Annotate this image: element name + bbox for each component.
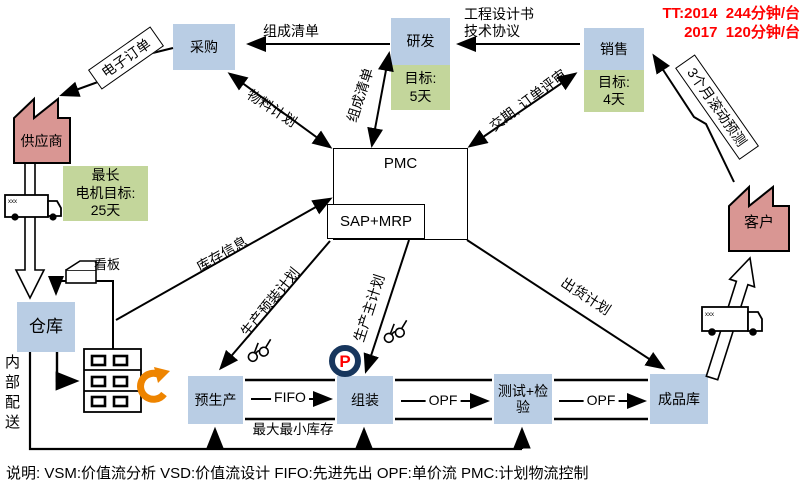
rnd-goal-badge: 目标: 5天	[391, 65, 450, 110]
node-testing-label: 测试+检验	[497, 382, 549, 415]
node-preproduction: 预生产	[188, 376, 243, 424]
flow-label-eng-design: 工程设计书 技术协议	[464, 6, 534, 39]
node-sap-mrp: SAP+MRP	[327, 204, 425, 239]
node-preproduction-label: 预生产	[194, 391, 237, 408]
arrow-inventory-info	[115, 197, 333, 321]
flow-label-kanban: 看板	[94, 257, 121, 272]
flow-label-fifo: FIFO	[271, 389, 309, 405]
node-rnd-label: 研发	[406, 33, 435, 50]
sales-goal-badge: 目标: 4天	[584, 70, 644, 112]
arrow-shipping-plan	[466, 239, 666, 370]
node-assembly: 组装	[337, 376, 393, 424]
flow-label-minmax: 最大最小库存	[252, 422, 334, 437]
supplier-shipment-arrow	[14, 164, 46, 300]
node-finished-goods: 成品库	[650, 374, 708, 424]
truck-left-label: xxx	[8, 199, 17, 205]
cycle-arrow-icon	[137, 367, 170, 403]
customer-factory-label: 客户	[743, 214, 774, 231]
truck-right-icon: xxx	[701, 306, 763, 336]
node-rnd: 研发	[391, 18, 450, 65]
arrow-bom-rnd-pmc	[367, 51, 394, 148]
node-finished-goods-label: 成品库	[658, 390, 700, 407]
node-pmc-label: PMC	[383, 155, 418, 172]
arrow-rolling-forecast	[652, 53, 735, 183]
supplier-factory-label: 供应商	[20, 133, 63, 149]
flow-label-opf1: OPF	[425, 392, 461, 408]
flow-label-opf2: OPF	[583, 392, 619, 408]
takt-time-line1: TT:2014 244分钟/台	[662, 5, 800, 22]
pacemaker-badge-letter: P	[339, 352, 350, 371]
kanban-line	[48, 276, 114, 349]
node-testing: 测试+检验	[494, 374, 552, 424]
node-sales: 销售	[584, 28, 644, 70]
supplier-goal-badge: 最长 电机目标: 25天	[63, 166, 148, 221]
warehouse-to-rack-arrow	[55, 352, 80, 391]
flow-label-bom-top: 组成清单	[263, 23, 319, 39]
internal-delivery-line	[28, 352, 522, 451]
node-warehouse: 仓库	[17, 302, 75, 352]
truck-left-icon: xxx	[4, 194, 62, 221]
node-assembly-label: 组装	[351, 391, 379, 408]
rack-icon	[83, 348, 142, 413]
pacemaker-badge: P	[329, 345, 361, 377]
flow-label-internal-delivery: 内部配送	[3, 354, 20, 434]
node-procurement-label: 采购	[190, 38, 218, 55]
arrow-delivery-review	[467, 72, 578, 148]
legend-text: 说明: VSM:价值流分析 VSD:价值流设计 FIFO:先进先出 OPF:单价…	[6, 465, 589, 482]
supplier-factory-icon	[13, 96, 71, 164]
go-see-glasses-icon-1	[247, 338, 272, 363]
takt-time-line2: 2017 120分钟/台	[684, 24, 800, 41]
node-warehouse-label: 仓库	[29, 317, 63, 337]
arrow-material-plan	[227, 72, 333, 149]
go-see-glasses-icon-2	[383, 319, 408, 344]
arrow-master-plan	[363, 239, 410, 374]
arrow-preassembly-plan	[219, 240, 331, 371]
customer-factory-icon	[728, 184, 790, 252]
node-sales-label: 销售	[600, 40, 628, 57]
kanban-card-icon	[65, 260, 97, 284]
truck-right-label: xxx	[705, 312, 714, 318]
node-procurement: 采购	[173, 24, 235, 70]
